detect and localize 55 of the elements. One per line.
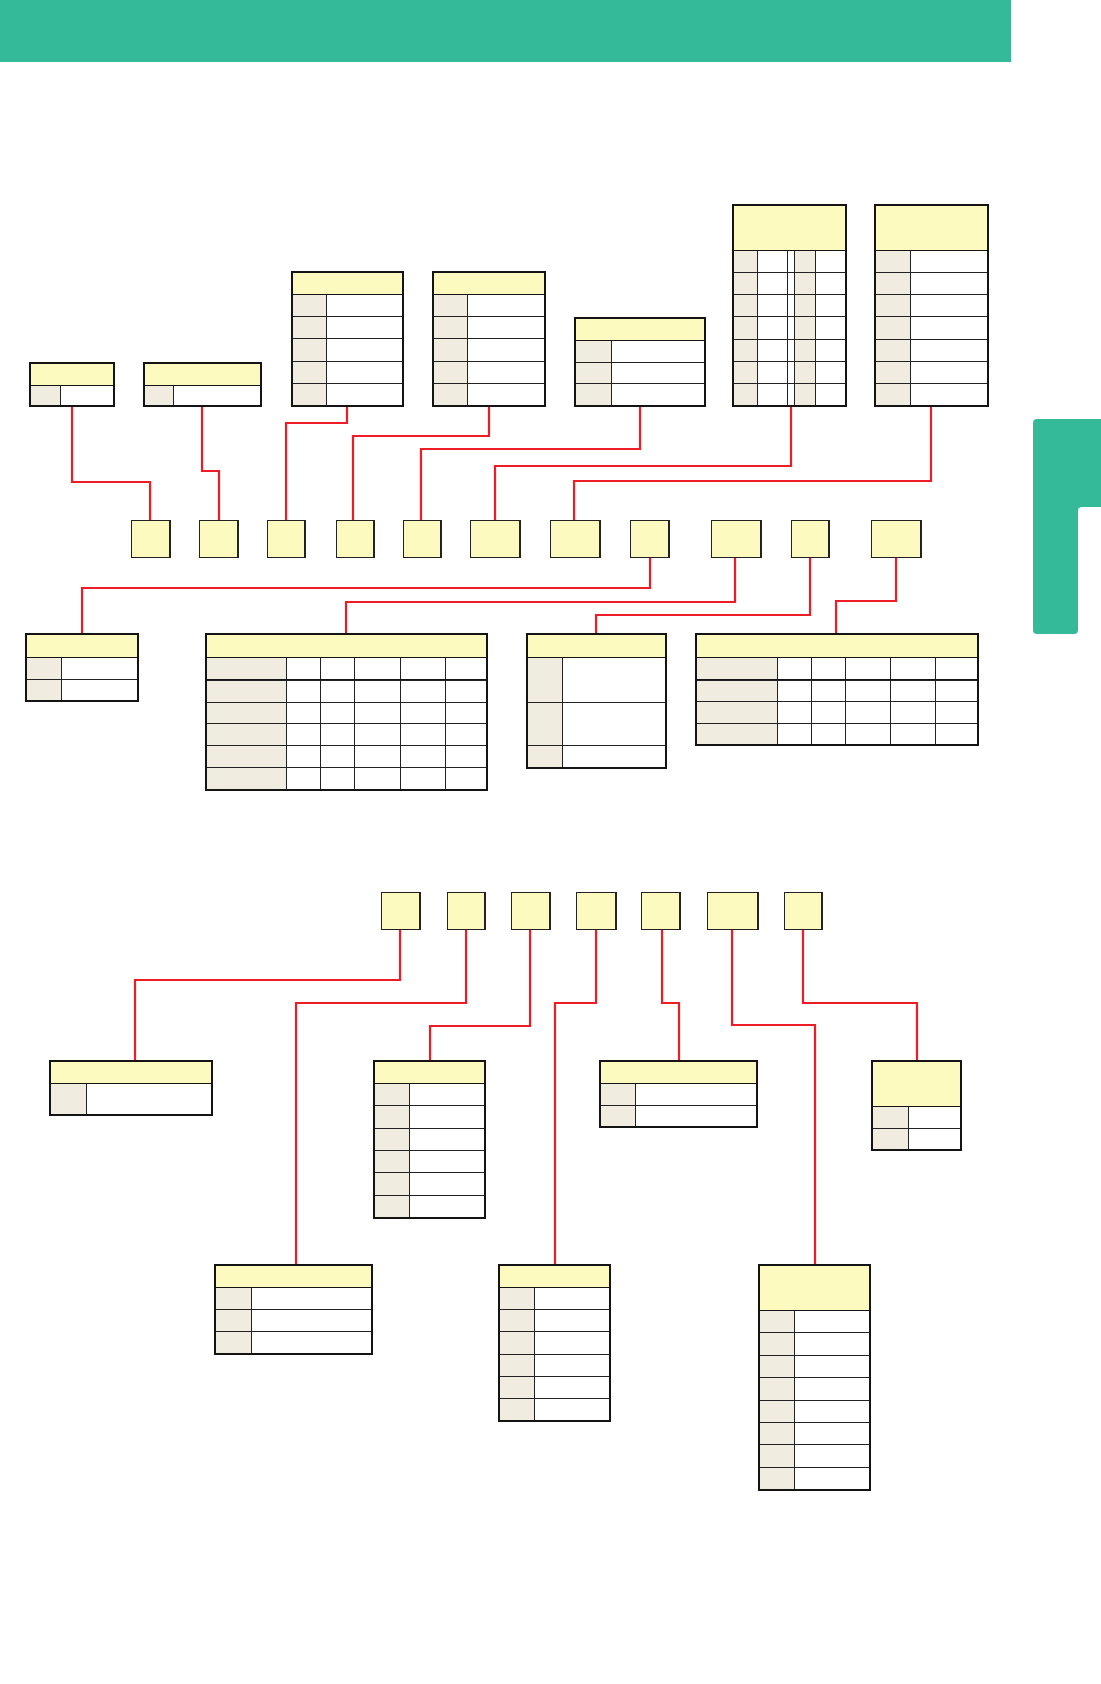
connector-line	[133, 930, 402, 1060]
table	[291, 271, 404, 407]
connector-line	[428, 930, 532, 1060]
table	[695, 633, 979, 746]
square-box	[381, 892, 420, 930]
table	[143, 362, 262, 407]
connector-line	[200, 407, 221, 520]
table	[373, 1060, 486, 1219]
connector-line	[834, 558, 898, 633]
connector-line	[660, 930, 681, 1060]
square-box	[267, 520, 305, 558]
table	[871, 1060, 962, 1151]
connector-line	[294, 930, 468, 1264]
square-box	[784, 892, 822, 930]
square-box	[447, 892, 485, 930]
square-box	[199, 520, 238, 558]
square-box	[470, 520, 520, 558]
table	[214, 1264, 373, 1355]
square-box	[336, 520, 374, 558]
table	[526, 633, 667, 769]
connector-line	[594, 558, 812, 633]
connector-line	[284, 407, 349, 520]
table	[498, 1264, 611, 1422]
square-box	[641, 892, 680, 930]
connector-line	[730, 930, 817, 1264]
connector-line	[572, 407, 933, 520]
square-box	[576, 892, 616, 930]
table	[49, 1060, 213, 1116]
connector-line	[493, 407, 793, 520]
connector-line	[553, 930, 598, 1264]
table	[574, 317, 706, 407]
table	[732, 204, 847, 407]
connector-line	[801, 930, 919, 1060]
connector-line	[344, 558, 737, 633]
connector-line	[70, 407, 152, 520]
table	[432, 271, 546, 407]
table	[874, 204, 989, 407]
square-box	[871, 520, 921, 558]
square-box	[630, 520, 669, 558]
connector-line	[351, 407, 491, 520]
side-tab	[1033, 419, 1101, 634]
table	[758, 1264, 871, 1491]
square-box	[403, 520, 441, 558]
table	[599, 1060, 758, 1128]
table	[25, 633, 139, 702]
table	[29, 362, 115, 407]
connector-line	[419, 407, 642, 520]
square-box	[511, 892, 550, 930]
square-box	[711, 520, 761, 558]
connector-line	[80, 558, 652, 633]
square-box	[707, 892, 758, 930]
square-box	[550, 520, 600, 558]
table	[205, 633, 488, 791]
square-box	[131, 520, 170, 558]
square-box	[791, 520, 829, 558]
